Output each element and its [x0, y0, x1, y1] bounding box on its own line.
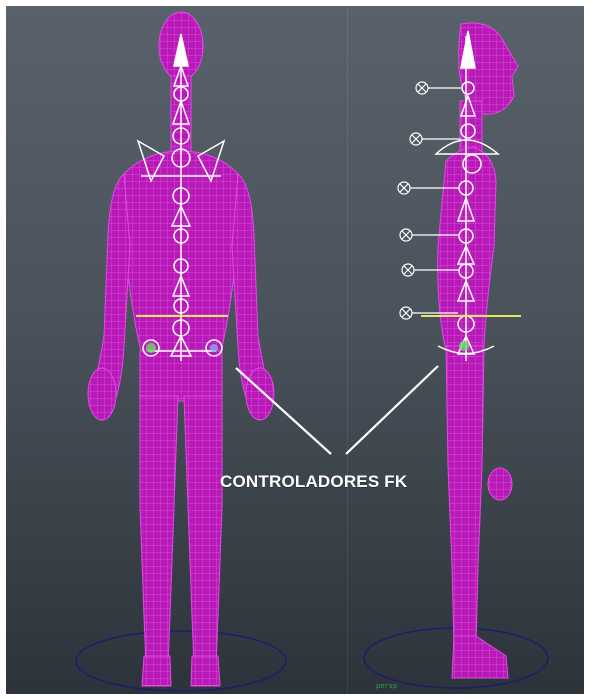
viewport-divider — [347, 6, 348, 694]
persp-camera-label: persp — [376, 682, 397, 690]
locator-1 — [416, 82, 461, 94]
rig-canvas[interactable] — [6, 6, 584, 694]
ground-circle-front[interactable] — [76, 631, 286, 691]
maya-viewport[interactable]: CONTROLADORES FK persp — [6, 6, 584, 694]
side-hip-controller[interactable] — [459, 341, 469, 351]
fk-controllers-label: CONTROLADORES FK — [220, 472, 407, 492]
